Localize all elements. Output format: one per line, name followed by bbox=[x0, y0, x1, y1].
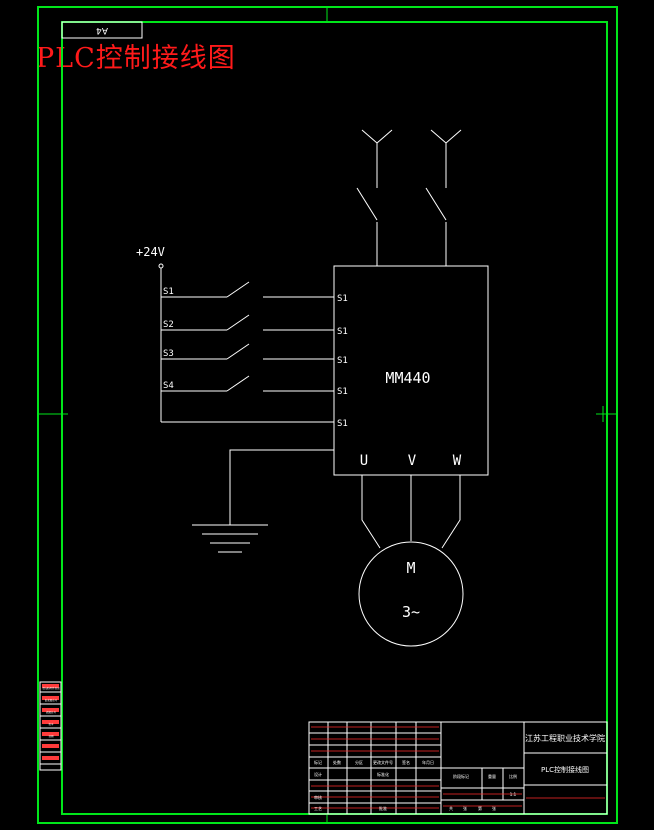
tb-header-6: 年月日 bbox=[422, 759, 434, 765]
tb-row-approve: 批准 bbox=[379, 805, 387, 811]
motor-symbol bbox=[358, 541, 464, 647]
switch-s4 bbox=[161, 375, 334, 392]
switch-s3 bbox=[161, 343, 334, 360]
tb-row-check: 审核 bbox=[314, 794, 322, 800]
tb-row-design: 设计 bbox=[314, 771, 322, 777]
motor-leads bbox=[361, 475, 461, 549]
side-stamp-label-1: 借(通)用件登记 bbox=[43, 686, 60, 690]
tb-sheet-4: 张 bbox=[492, 805, 496, 811]
zone-label: A4 bbox=[96, 25, 108, 35]
drawing-title: PLC控制接线图 bbox=[36, 43, 236, 74]
tb-scale-label: 比例 bbox=[509, 773, 517, 779]
outer-frame bbox=[37, 6, 618, 824]
tb-header-3: 分区 bbox=[355, 759, 363, 765]
phase-label-w: W bbox=[453, 453, 462, 469]
phase-label-v: V bbox=[408, 453, 417, 469]
switch-label-s1: S1 bbox=[163, 287, 174, 297]
tb-sheet-2: 张 bbox=[463, 805, 467, 811]
zone-box bbox=[61, 21, 143, 39]
tb-sheet-1: 共 bbox=[449, 805, 453, 811]
terminal-label-4: S1 bbox=[337, 387, 348, 397]
switch-label-s2: S2 bbox=[163, 320, 174, 330]
tb-header-4: 更改文件号 bbox=[373, 759, 393, 765]
side-stamp-label-2: 旧底图总号 bbox=[45, 698, 58, 702]
switch-s1 bbox=[161, 281, 334, 298]
tb-stage-label: 阶段标记 bbox=[453, 773, 469, 779]
terminal-label-1: S1 bbox=[337, 294, 348, 304]
tb-header-5: 签名 bbox=[402, 759, 410, 765]
side-stamp bbox=[39, 681, 62, 771]
switch-label-s4: S4 bbox=[163, 381, 174, 391]
terminal-label-2: S1 bbox=[337, 327, 348, 337]
supply-line-1 bbox=[356, 129, 393, 266]
tb-scale-value: 1:1 bbox=[510, 792, 517, 797]
tb-sheet-3: 第 bbox=[478, 805, 482, 811]
tb-row-process: 工艺 bbox=[314, 806, 322, 811]
terminal-label-5: S1 bbox=[337, 419, 348, 429]
tb-weight-label: 重量 bbox=[488, 773, 496, 779]
side-stamp-label-5: 日期 bbox=[48, 734, 54, 738]
side-stamp-label-4: 签字 bbox=[48, 722, 54, 726]
supply-line-2 bbox=[425, 129, 462, 266]
tb-row-standard: 标准化 bbox=[377, 771, 389, 777]
tb-school: 江苏工程职业技术学院 bbox=[525, 733, 605, 743]
motor-label: M bbox=[406, 559, 415, 577]
switch-label-s3: S3 bbox=[163, 349, 174, 359]
inverter-label: MM440 bbox=[385, 369, 430, 387]
supply-terminal bbox=[158, 263, 164, 269]
tb-drawing-name: PLC控制接线图 bbox=[541, 765, 589, 774]
supply-label: +24V bbox=[136, 245, 165, 259]
tb-header-1: 标记 bbox=[314, 759, 322, 765]
title-block bbox=[308, 721, 608, 815]
switch-s2 bbox=[161, 314, 334, 331]
tb-header-2: 处数 bbox=[333, 759, 341, 765]
side-stamp-label-3: 底图总号 bbox=[46, 710, 57, 714]
terminal-label-3: S1 bbox=[337, 356, 348, 366]
phase-label-u: U bbox=[360, 453, 368, 469]
ground-symbol bbox=[192, 449, 334, 553]
motor-phase-label: 3~ bbox=[402, 603, 420, 621]
